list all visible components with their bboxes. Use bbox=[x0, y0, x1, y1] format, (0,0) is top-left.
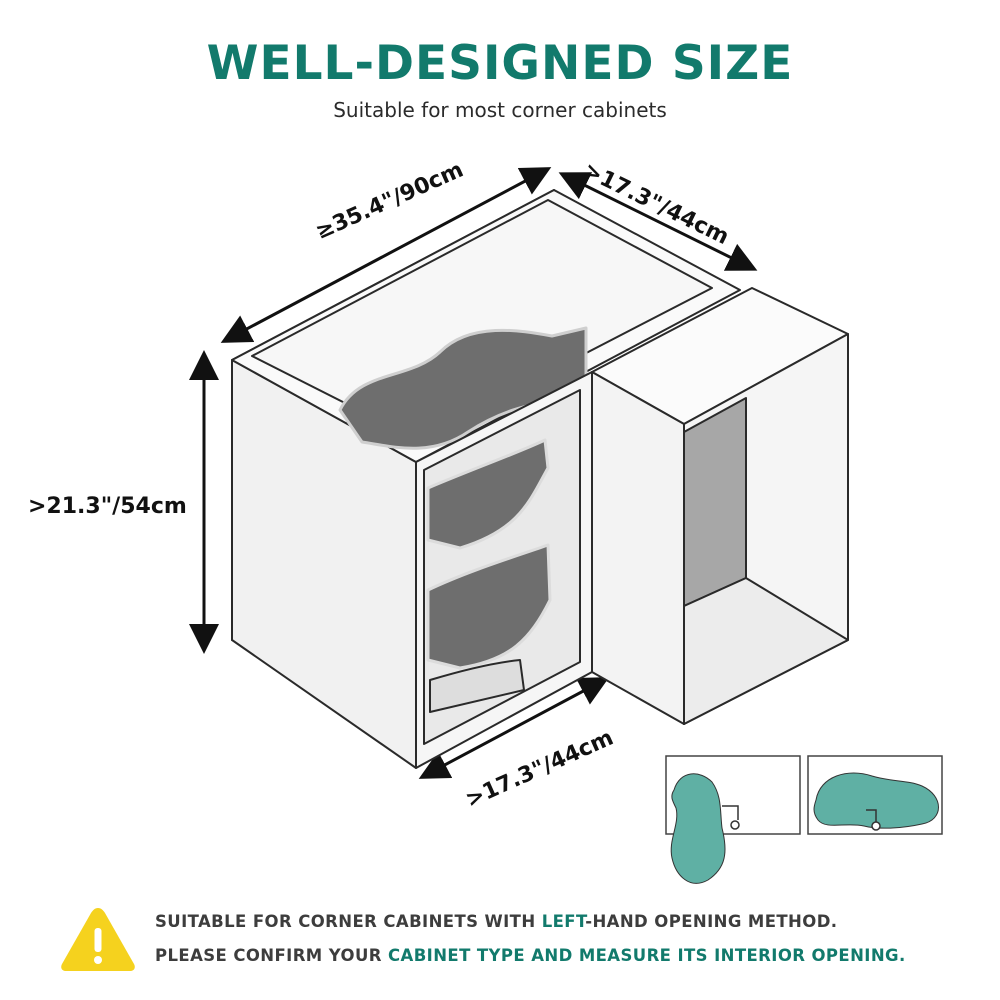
warning-icon bbox=[61, 908, 135, 971]
cabinet-body bbox=[231, 189, 849, 769]
page-subtitle: Suitable for most corner cabinets bbox=[333, 98, 667, 122]
opening-diagram-right bbox=[807, 755, 943, 835]
depth-top-arrow-icon bbox=[558, 172, 758, 271]
page-title: WELL-DESIGNED SIZE bbox=[206, 36, 794, 91]
notice-line-1-before: SUITABLE FOR CORNER CABINETS WITH bbox=[155, 912, 542, 931]
notice-line-2-highlight: CABINET TYPE AND MEASURE ITS INTERIOR OP… bbox=[388, 946, 906, 965]
notice-line-1-highlight: LEFT bbox=[541, 912, 586, 931]
notice-line-2-before: PLEASE CONFIRM YOUR bbox=[155, 946, 389, 965]
notice-line-1-after: -HAND OPENING METHOD. bbox=[585, 912, 838, 931]
notice-line-2: PLEASE CONFIRM YOUR CABINET TYPE AND MEA… bbox=[155, 946, 906, 965]
dimension-height-label: >21.3"/54cm bbox=[28, 494, 187, 519]
width-arrow-icon bbox=[220, 167, 552, 343]
depth-bottom-arrow-icon bbox=[418, 677, 610, 779]
notice-line-1: SUITABLE FOR CORNER CABINETS WITH LEFT-H… bbox=[155, 912, 837, 931]
opening-diagram-left bbox=[665, 755, 801, 884]
